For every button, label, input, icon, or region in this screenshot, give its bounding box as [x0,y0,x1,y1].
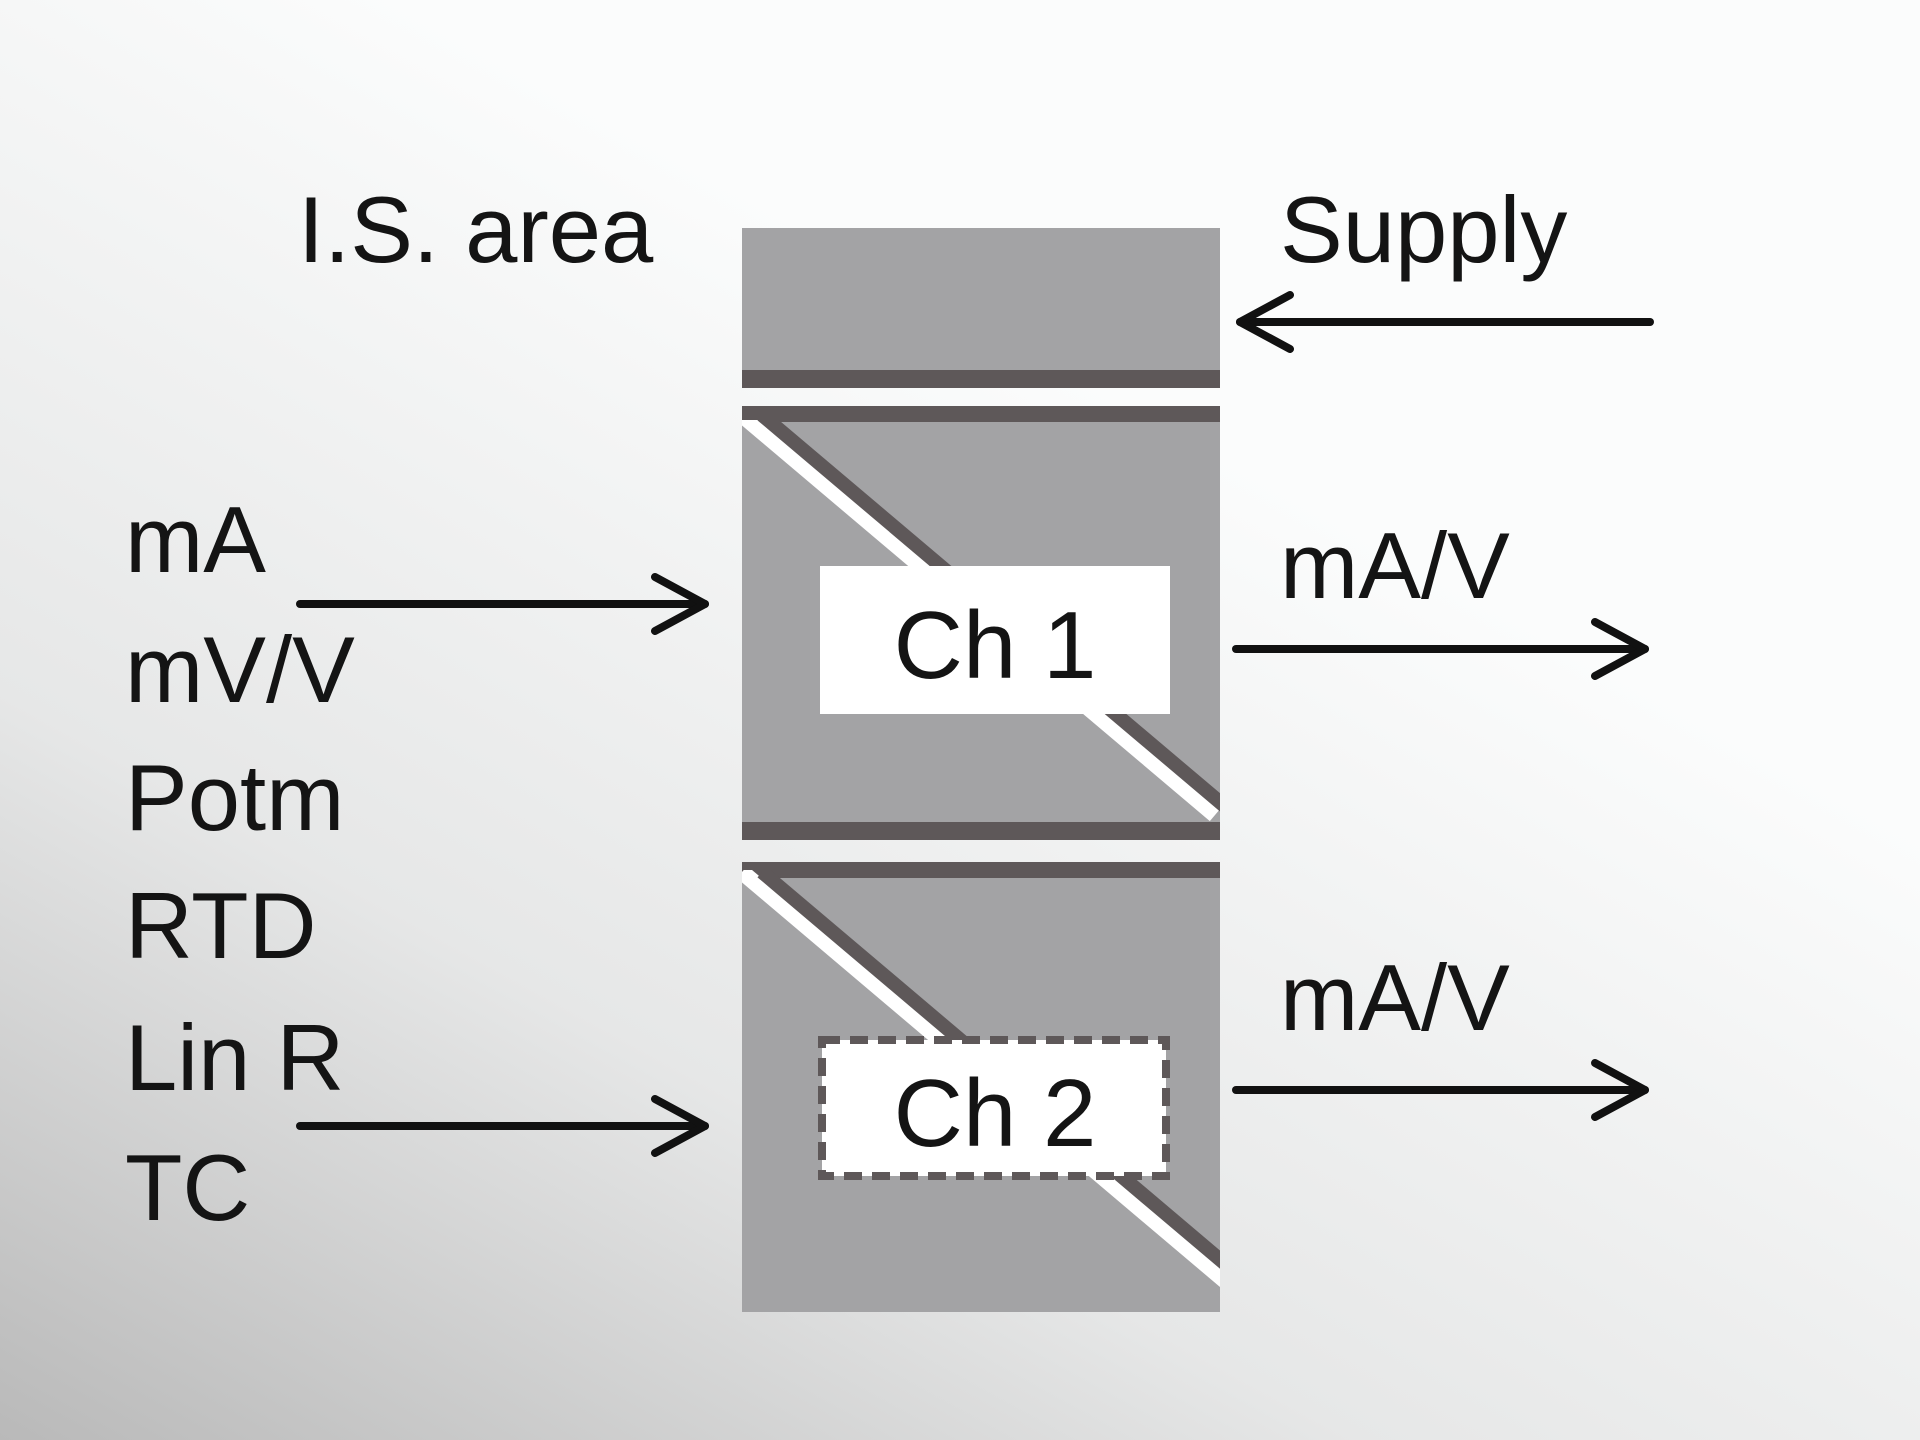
input-item: TC [125,1135,250,1240]
input-item: Lin R [125,1005,344,1110]
input-item: mA [125,487,266,592]
input-item: Potm [125,745,344,850]
supply-arrow [1236,291,1654,353]
channel-2-block: Ch 2 [742,862,1220,1312]
input-arrow-1 [296,573,709,635]
output-arrow-1 [1232,618,1649,680]
channel-2-output-label: mA/V [1280,945,1510,1050]
channel-2-box [818,1036,1170,1180]
input-arrow-2 [296,1095,709,1157]
channel-1-label: Ch 1 [894,592,1097,699]
output-arrow-2 [1232,1059,1649,1121]
supply-block [742,228,1220,388]
input-item: mV/V [125,617,355,722]
channel-1-output-label: mA/V [1280,513,1510,618]
channel-1-block: Ch 1 [742,406,1220,840]
input-list: mA mV/V Potm RTD Lin R TC [125,487,355,1240]
channel-2-label: Ch 2 [894,1060,1097,1167]
supply-label: Supply [1280,177,1567,282]
channel-1-box [820,566,1170,714]
area-label: I.S. area [298,177,654,282]
input-item: RTD [125,873,317,978]
